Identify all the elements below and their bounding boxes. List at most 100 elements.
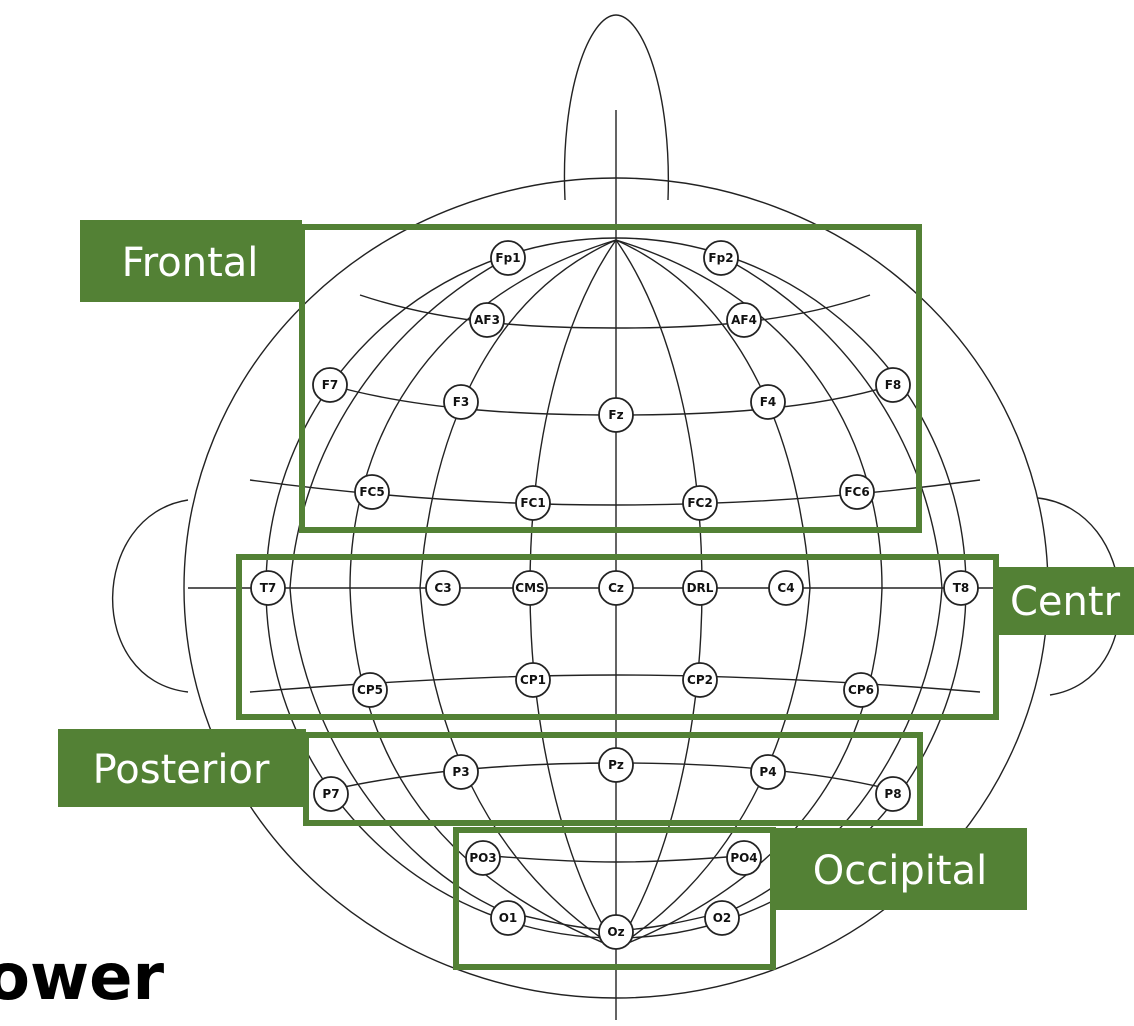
electrode-marker [682, 570, 718, 606]
electrode-fz: Fz [598, 397, 634, 433]
electrode-label: Fz [608, 408, 623, 422]
electrode-cp2: CP2 [682, 662, 718, 698]
electrode-marker [943, 570, 979, 606]
electrode-marker [443, 384, 479, 420]
nose [563, 14, 670, 201]
electrode-cp6: CP6 [843, 672, 879, 708]
electrode-label: CP6 [848, 683, 874, 697]
electrode-marker [875, 776, 911, 812]
electrode-c4: C4 [768, 570, 804, 606]
electrode-o1: O1 [490, 900, 526, 936]
posterior-label-text: Posterior [93, 747, 270, 793]
electrode-o2: O2 [704, 900, 740, 936]
electrode-label: FC5 [359, 485, 384, 499]
electrode-p4: P4 [750, 754, 786, 790]
electrode-marker [250, 570, 286, 606]
electrode-label: P3 [452, 765, 469, 779]
bottom-heading-fragment: ower [0, 941, 165, 1015]
electrode-marker [703, 240, 739, 276]
electrode-label: CP5 [357, 683, 383, 697]
electrode-label: F4 [760, 395, 777, 409]
posterior-label: Posterior [58, 729, 306, 807]
electrode-marker [313, 776, 349, 812]
electrode-marker [750, 384, 786, 420]
electrode-marker [515, 662, 551, 698]
electrode-fc1: FC1 [515, 485, 551, 521]
electrode-p7: P7 [313, 776, 349, 812]
electrode-cz: Cz [598, 570, 634, 606]
central-label: Centr [996, 567, 1134, 635]
electrode-label: F7 [322, 378, 339, 392]
electrode-f4: F4 [750, 384, 786, 420]
electrode-p8: P8 [875, 776, 911, 812]
electrode-label: O1 [499, 911, 518, 925]
central-box [236, 554, 999, 720]
electrode-label: P8 [884, 787, 901, 801]
electrode-label: CMS [515, 581, 544, 595]
electrode-label: PO3 [469, 851, 496, 865]
electrode-af3: AF3 [469, 302, 505, 338]
electrode-label: FC1 [520, 496, 545, 510]
electrode-marker [598, 747, 634, 783]
electrode-label: FC6 [844, 485, 869, 499]
electrode-marker [682, 662, 718, 698]
electrode-label: F3 [453, 395, 470, 409]
electrode-label: CP2 [687, 673, 713, 687]
electrode-fc6: FC6 [839, 474, 875, 510]
electrode-f3: F3 [443, 384, 479, 420]
central-label-bg [996, 567, 1134, 635]
electrode-fc5: FC5 [354, 474, 390, 510]
electrode-oz: Oz [598, 914, 634, 950]
electrode-marker [469, 302, 505, 338]
electrode-marker [465, 840, 501, 876]
electrode-marker [312, 367, 348, 403]
electrode-label: P4 [759, 765, 776, 779]
frontal-label-bg [80, 220, 302, 302]
electrode-marker [425, 570, 461, 606]
electrode-marker [490, 240, 526, 276]
electrode-t8: T8 [943, 570, 979, 606]
electrode-marker [598, 570, 634, 606]
electrode-marker [443, 754, 479, 790]
electrode-label: Cz [608, 581, 624, 595]
electrode-cms: CMS [512, 570, 548, 606]
electrode-marker [682, 485, 718, 521]
electrode-marker [352, 672, 388, 708]
electrode-label: C4 [777, 581, 794, 595]
frontal-label-text: Frontal [122, 240, 259, 286]
electrode-marker [750, 754, 786, 790]
electrode-marker [726, 840, 762, 876]
electrode-t7: T7 [250, 570, 286, 606]
electrode-f8: F8 [875, 367, 911, 403]
electrode-c3: C3 [425, 570, 461, 606]
electrode-fp1: Fp1 [490, 240, 526, 276]
electrode-label: FC2 [687, 496, 712, 510]
electrode-label: C3 [434, 581, 451, 595]
electrode-marker [512, 570, 548, 606]
electrode-label: Pz [608, 758, 624, 772]
posterior-label-bg [58, 729, 306, 807]
electrode-label: PO4 [730, 851, 757, 865]
electrode-f7: F7 [312, 367, 348, 403]
electrode-label: DRL [687, 581, 714, 595]
electrode-drl: DRL [682, 570, 718, 606]
electrode-po3: PO3 [465, 840, 501, 876]
frontal-box [299, 224, 922, 533]
electrode-marker [843, 672, 879, 708]
electrode-marker [515, 485, 551, 521]
electrode-label: T7 [260, 581, 277, 595]
electrode-label: Fp1 [495, 251, 520, 265]
electrode-marker [354, 474, 390, 510]
electrode-fc2: FC2 [682, 485, 718, 521]
electrode-marker [598, 914, 634, 950]
electrode-label: P7 [322, 787, 339, 801]
electrode-label: Oz [607, 925, 624, 939]
electrode-label: Fp2 [708, 251, 733, 265]
electrode-marker [768, 570, 804, 606]
electrode-po4: PO4 [726, 840, 762, 876]
central-label-text: Centr [1010, 579, 1121, 625]
electrode-fp2: Fp2 [703, 240, 739, 276]
occipital-label-text: Occipital [813, 848, 987, 894]
frontal-label: Frontal [80, 220, 302, 302]
